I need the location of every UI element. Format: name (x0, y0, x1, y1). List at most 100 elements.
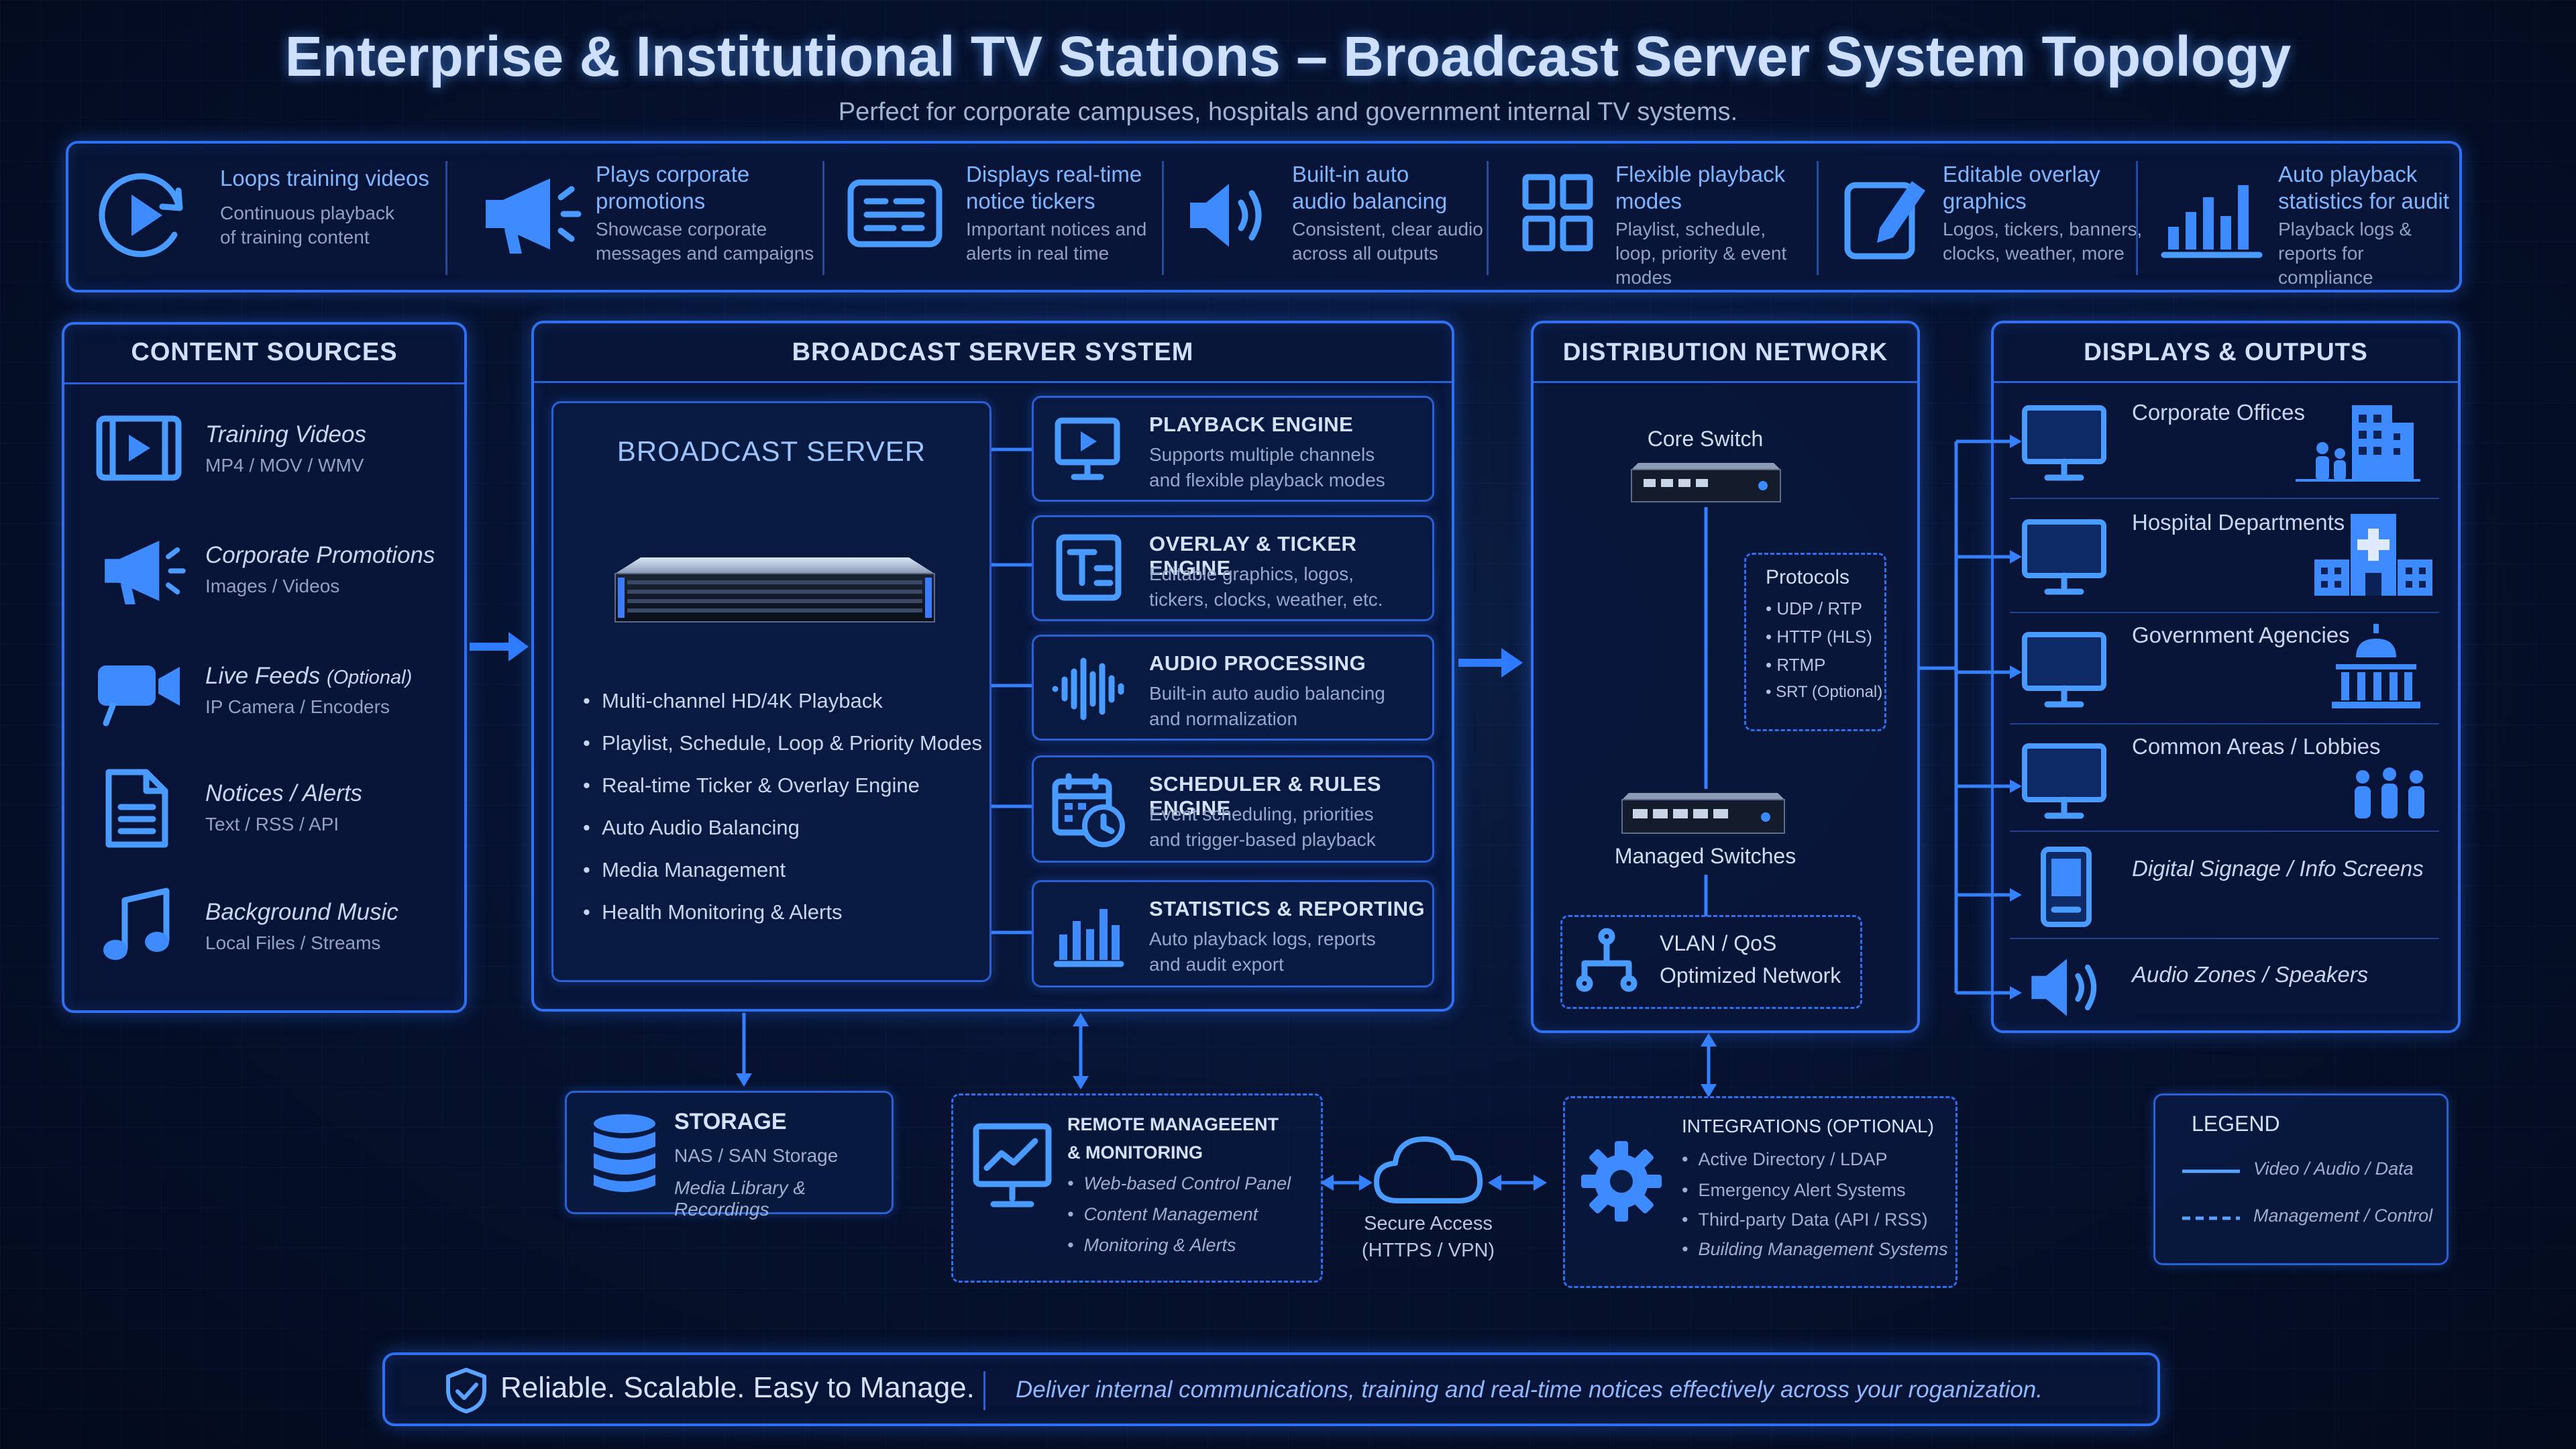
edit-icon (1844, 181, 1925, 260)
remote-item-text: Web-based Control Panel (1083, 1173, 1291, 1193)
feature-item: Auto playback statistics for audit Playb… (2156, 152, 2458, 288)
source-sub: MP4 / MOV / WMV (205, 455, 364, 476)
feature-item: Plays corporate promotions Showcase corp… (470, 152, 818, 286)
integration-item-text: Third-party Data (API / RSS) (1698, 1210, 1928, 1230)
source-item: Background Music Local Files / Streams (94, 887, 456, 967)
legend-title: LEGEND (2192, 1112, 2280, 1136)
feature-desc: Continuous playback of training content (220, 203, 394, 248)
protocols-title: Protocols (1766, 566, 1850, 588)
panel-title: CONTENT SOURCES (131, 338, 398, 366)
distribution-network-panel: DISTRIBUTION NETWORK (1531, 321, 1920, 1033)
speaker-icon (1190, 184, 1262, 247)
divider (1994, 381, 2458, 383)
engine-desc: Editable graphics, logos, (1149, 564, 1354, 584)
switch-link (1704, 507, 1708, 789)
feature-title: Loops training videos (220, 166, 429, 191)
protocol-item: • UDP / RTP (1766, 598, 1862, 619)
source-name: Notices / Alerts (205, 780, 363, 806)
grid-icon (1522, 174, 1593, 252)
legend-dashed-label: Management / Control (2253, 1205, 2433, 1226)
integration-item: • Third-party Data (API / RSS) (1682, 1210, 1928, 1230)
engine-title: PLAYBACK ENGINE (1149, 413, 1354, 436)
server-engine-connectors (991, 447, 1032, 934)
storage-line: Media Library & Recordings (674, 1177, 806, 1220)
display-row: Common Areas / Lobbies (2021, 734, 2450, 830)
engine-desc: Built-in auto audio balancing (1149, 683, 1385, 704)
source-item: Corporate Promotions Images / Videos (94, 530, 456, 610)
feature-title: Built-in auto audio balancing (1292, 162, 1448, 213)
engine-title: SCHEDULER & RULES ENGINE (1149, 772, 1382, 820)
display-branch-connectors (1919, 435, 2022, 1000)
hospital-icon (2314, 514, 2432, 596)
engine-title: OVERLAY & TICKER ENGINE (1149, 532, 1357, 580)
integration-item-text: Emergency Alert Systems (1698, 1180, 1906, 1200)
remote-title: & MONITORING (1067, 1142, 1203, 1163)
source-item: Notices / Alerts Text / RSS / API (94, 768, 456, 849)
display-label: Common Areas / Lobbies (2132, 734, 2381, 759)
integration-item: • Emergency Alert Systems (1682, 1180, 1906, 1200)
feature-desc: Important notices and alerts in real tim… (966, 219, 1147, 264)
footer-tagline: Reliable. Scalable. Easy to Manage. (500, 1371, 975, 1404)
source-sub: IP Camera / Encoders (205, 696, 390, 717)
divider (2010, 612, 2439, 613)
distribution-integrations-link (1701, 1033, 1717, 1097)
panel-title: DISPLAYS & OUTPUTS (2084, 338, 2368, 366)
storage-box: STORAGE NAS / SAN Storage Media Library … (565, 1091, 894, 1220)
protocol-item: • SRT (Optional) (1766, 683, 1883, 701)
display-label: Digital Signage / Info Screens (2132, 856, 2424, 881)
source-name: Training Videos (205, 421, 366, 447)
feature-item: Editable overlay graphics Logos, tickers… (1838, 152, 2147, 286)
footer-bar: Reliable. Scalable. Easy to Manage. Deli… (382, 1352, 2160, 1426)
office-building-icon (2296, 405, 2420, 482)
protocols-box (1744, 553, 1886, 731)
engine-desc: and normalization (1149, 708, 1298, 729)
monitor-chart-icon (973, 1123, 1052, 1208)
remote-title: REMOTE MANAGEEENT (1067, 1114, 1279, 1134)
divider (822, 161, 824, 275)
rack-server-icon (614, 557, 935, 623)
display-label: Corporate Offices (2132, 400, 2306, 425)
engine-desc: Supports multiple channels (1149, 444, 1375, 465)
core-switch-label: Core Switch (1647, 427, 1764, 451)
managed-switch-icon (1621, 793, 1785, 834)
engine-title: AUDIO PROCESSING (1149, 651, 1366, 675)
flow-arrow-server-to-distribution (1458, 648, 1523, 678)
legend-dashed-line (2182, 1216, 2240, 1220)
cloud-icon (1374, 1136, 1483, 1203)
engine-card: AUDIO PROCESSING Built-in auto audio bal… (1032, 635, 1434, 741)
protocol-item: • RTMP (1766, 655, 1826, 675)
bullet-text: Multi-channel HD/4K Playback (602, 689, 883, 712)
source-name: Live Feeds (Optional) (205, 663, 412, 690)
source-name-text: Live Feeds (205, 663, 321, 689)
engine-title: STATISTICS & REPORTING (1149, 897, 1426, 920)
panel-title: BROADCAST SERVER SYSTEM (792, 338, 1194, 366)
gear-icon (1581, 1141, 1662, 1222)
source-name: Corporate Promotions (205, 542, 435, 568)
people-icon (2355, 767, 2424, 818)
feature-item: Flexible playback modes Playlist, schedu… (1508, 152, 1830, 288)
divider (1817, 161, 1819, 275)
legend-solid-label: Video / Audio / Data (2253, 1159, 2414, 1179)
engine-desc: tickers, clocks, weather, etc. (1149, 589, 1383, 610)
remote-item-text: Content Management (1083, 1204, 1258, 1224)
feature-item: Loops training videos Continuous playbac… (87, 152, 436, 286)
divider (2010, 938, 2439, 939)
bullet-text: Media Management (602, 858, 786, 881)
network-tree-icon (1576, 928, 1638, 992)
display-row: Government Agencies (2021, 623, 2450, 719)
engine-card: SCHEDULER & RULES ENGINE Event schedulin… (1032, 755, 1434, 863)
bullet-text: Real-time Ticker & Overlay Engine (602, 773, 920, 797)
source-name: Background Music (205, 899, 398, 925)
secure-access-sub: (HTTPS / VPN) (1361, 1240, 1495, 1261)
legend-solid-line (2182, 1169, 2240, 1173)
source-sub: Local Files / Streams (205, 932, 381, 953)
divider (2010, 723, 2439, 724)
feature-title: Plays corporate promotions (596, 162, 750, 213)
monitor-icon (2022, 743, 2106, 819)
bullet-item: • Health Monitoring & Alerts (583, 900, 843, 924)
kiosk-icon (2041, 847, 2092, 927)
feature-title: Auto playback statistics for audit (2278, 162, 2449, 213)
integration-item-text: Active Directory / LDAP (1698, 1149, 1888, 1169)
divider (1534, 381, 1917, 383)
feature-desc: Playlist, schedule, loop, priority & eve… (1615, 219, 1787, 288)
